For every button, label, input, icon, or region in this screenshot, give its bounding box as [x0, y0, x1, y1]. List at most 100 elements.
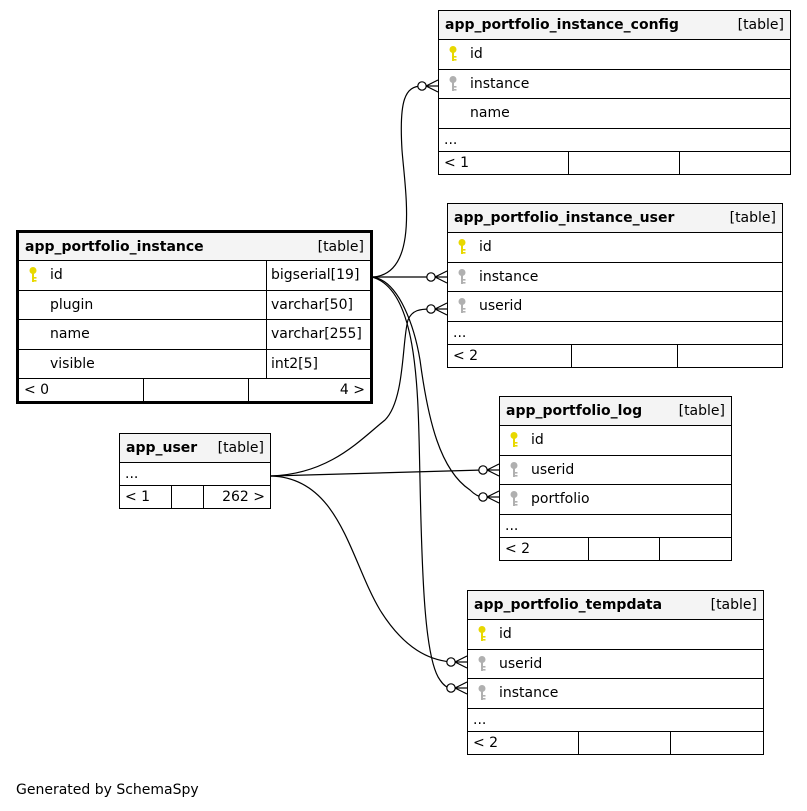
- table-header: app_user [table]: [120, 434, 270, 463]
- column-name: id: [531, 432, 544, 449]
- row-count: [588, 537, 659, 560]
- table-footer: < 2: [448, 344, 782, 367]
- child-count[interactable]: 262 >: [203, 486, 270, 508]
- row-count: [143, 379, 248, 401]
- table-header: app_portfolio_instance [table]: [19, 233, 370, 261]
- table-footer: < 1 262 >: [120, 486, 270, 508]
- rel-instance-tempdata: [371, 276, 452, 689]
- parent-count[interactable]: < 2: [505, 540, 531, 557]
- column-row[interactable]: id: [500, 426, 731, 456]
- table-header: app_portfolio_log [table]: [500, 397, 731, 426]
- column-row[interactable]: id: [439, 40, 790, 70]
- table-footer: < 2: [468, 731, 763, 754]
- primary-key-icon: [29, 267, 37, 283]
- column-row[interactable]: visible int2[5]: [19, 349, 370, 379]
- foreign-key-icon: [478, 655, 486, 671]
- crowfoot-log-userid: [478, 463, 500, 477]
- parent-count[interactable]: < 2: [453, 347, 479, 364]
- table-type: [table]: [678, 403, 725, 419]
- parent-count[interactable]: < 1: [444, 154, 470, 171]
- rel-user-instance-user: [270, 308, 432, 477]
- column-name: id: [50, 267, 63, 284]
- column-row[interactable]: plugin varchar[50]: [19, 290, 370, 320]
- crowfoot-tempdata-userid: [446, 655, 468, 669]
- table-footer: < 2: [500, 537, 731, 560]
- column-row[interactable]: name: [439, 99, 790, 129]
- column-row[interactable]: name varchar[255]: [19, 320, 370, 350]
- table-header: app_portfolio_tempdata [table]: [468, 591, 763, 620]
- crowfoot-log-portfolio: [478, 490, 500, 504]
- child-count[interactable]: [677, 344, 782, 367]
- foreign-key-icon: [449, 75, 457, 91]
- child-count[interactable]: [679, 151, 790, 174]
- table-app-user[interactable]: app_user [table] ... < 1 262 >: [119, 433, 271, 509]
- column-name: id: [499, 626, 512, 643]
- column-name: plugin: [50, 296, 94, 313]
- table-name[interactable]: app_portfolio_log: [506, 403, 643, 419]
- table-app-portfolio-tempdata[interactable]: app_portfolio_tempdata [table] id userid…: [467, 590, 764, 755]
- crowfoot-instance-user-userid: [426, 302, 448, 316]
- parent-count[interactable]: < 2: [473, 734, 499, 751]
- generated-by-label: Generated by SchemaSpy: [16, 782, 199, 798]
- row-count: [578, 731, 670, 754]
- table-name[interactable]: app_user: [126, 440, 198, 456]
- column-row[interactable]: userid: [500, 456, 731, 485]
- column-row[interactable]: userid: [448, 292, 782, 322]
- table-name[interactable]: app_portfolio_tempdata: [474, 597, 663, 613]
- more-columns[interactable]: ...: [500, 515, 731, 538]
- table-app-portfolio-instance-user[interactable]: app_portfolio_instance_user [table] id i…: [447, 203, 783, 368]
- table-type: [table]: [317, 238, 364, 255]
- table-app-portfolio-instance-config[interactable]: app_portfolio_instance_config [table] id…: [438, 10, 791, 175]
- column-row[interactable]: portfolio: [500, 485, 731, 515]
- primary-key-icon: [510, 432, 518, 448]
- column-type: varchar[255]: [266, 320, 370, 349]
- foreign-key-icon: [458, 268, 466, 284]
- column-type: int2[5]: [266, 349, 370, 378]
- column-name: instance: [499, 685, 559, 702]
- table-header: app_portfolio_instance_user [table]: [448, 204, 782, 233]
- more-columns[interactable]: ...: [439, 129, 790, 152]
- table-type: [table]: [737, 17, 784, 33]
- table-footer: < 1: [439, 151, 790, 174]
- table-name[interactable]: app_portfolio_instance: [25, 238, 204, 255]
- child-count[interactable]: 4 >: [248, 379, 370, 401]
- table-app-portfolio-log[interactable]: app_portfolio_log [table] id userid port…: [499, 396, 732, 561]
- more-columns[interactable]: ...: [448, 322, 782, 345]
- crowfoot-tempdata-instance: [446, 681, 468, 695]
- table-type: [table]: [217, 440, 264, 456]
- column-row[interactable]: instance: [448, 263, 782, 292]
- foreign-key-icon: [510, 491, 518, 507]
- column-row[interactable]: instance: [468, 679, 763, 709]
- foreign-key-icon: [510, 461, 518, 477]
- column-name: id: [470, 46, 483, 63]
- more-columns[interactable]: ...: [120, 463, 270, 486]
- child-count[interactable]: [670, 731, 763, 754]
- column-row[interactable]: id bigserial[19]: [19, 261, 370, 291]
- column-row[interactable]: id: [468, 620, 763, 650]
- column-row[interactable]: id: [448, 233, 782, 263]
- parent-count[interactable]: < 1: [125, 489, 151, 505]
- table-name[interactable]: app_portfolio_instance_config: [445, 17, 679, 33]
- row-count: [171, 486, 203, 508]
- column-name: userid: [479, 298, 523, 315]
- table-name[interactable]: app_portfolio_instance_user: [454, 210, 675, 226]
- rel-instance-config: [371, 85, 423, 278]
- table-type: [table]: [729, 210, 776, 226]
- column-row[interactable]: userid: [468, 650, 763, 679]
- column-name: instance: [470, 75, 530, 92]
- row-count: [568, 151, 679, 174]
- column-name: visible: [50, 355, 95, 372]
- column-name: portfolio: [531, 491, 590, 508]
- column-name: name: [470, 105, 510, 122]
- column-row[interactable]: instance: [439, 70, 790, 99]
- rel-instance-log: [371, 276, 484, 498]
- table-app-portfolio-instance[interactable]: app_portfolio_instance [table] id bigser…: [16, 230, 373, 404]
- more-columns[interactable]: ...: [468, 709, 763, 732]
- crowfoot-instance-user-instance: [426, 270, 448, 284]
- child-count[interactable]: [659, 537, 731, 560]
- primary-key-icon: [478, 626, 486, 642]
- column-name: userid: [499, 655, 543, 672]
- row-count: [571, 344, 677, 367]
- parent-count[interactable]: < 0: [24, 382, 50, 398]
- rel-user-tempdata: [270, 475, 452, 663]
